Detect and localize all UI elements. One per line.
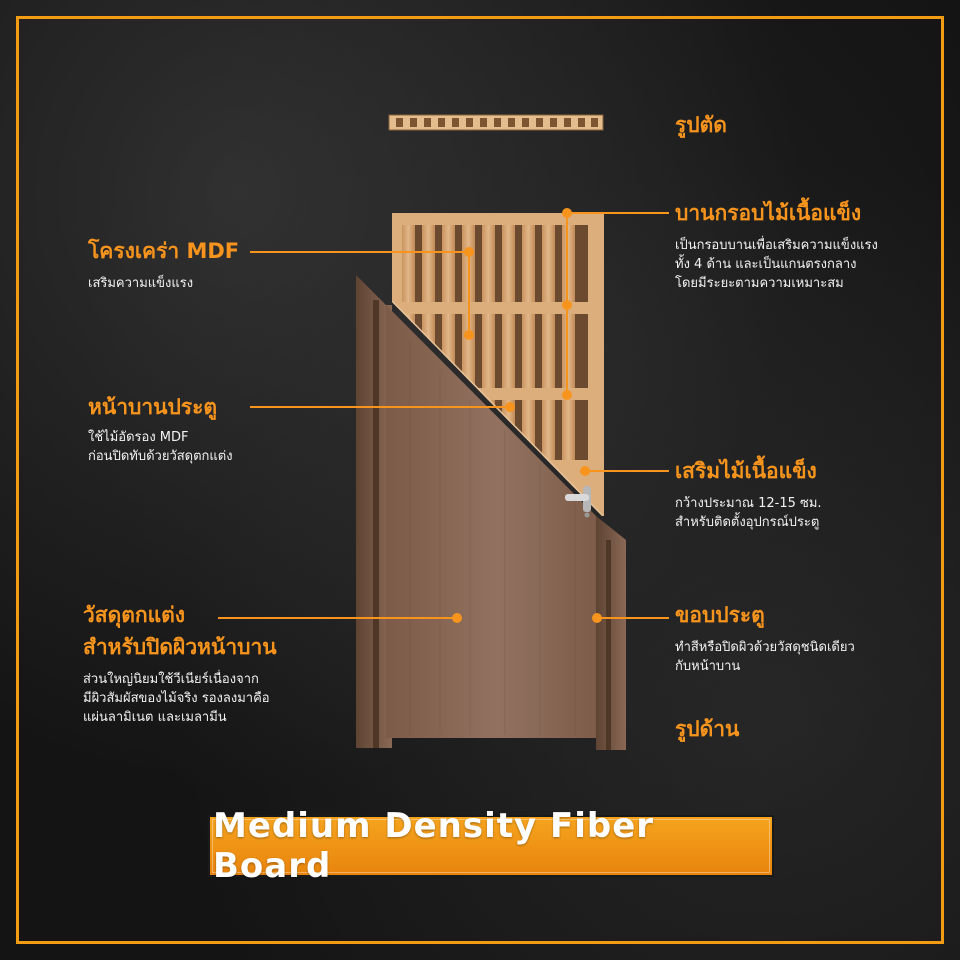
callout-desc-line: ทั้ง 4 ด้าน และเป็นแกนตรงกลาง [675, 257, 857, 272]
section-strip [388, 114, 604, 131]
leader-dots [452, 208, 602, 623]
callout-desc-line: โดยมีระยะตามความเหมาะสม [675, 276, 844, 291]
callout-desc-line: มีผิวสัมผัสของไม้จริง รองลงมาคือ [83, 691, 270, 706]
door-jamb-right [596, 516, 626, 750]
callout-desc-line: กับหน้าบาน [675, 659, 741, 674]
callout-hardwood-reinforce: เสริมไม้เนื้อแข็ง กว้างประมาณ 12-15 ซม. … [675, 458, 822, 532]
callout-desc-line: ทำสีหรือปิดผิวด้วยวัสดุชนิดเดียว [675, 640, 855, 655]
callout-title: ขอบประตู [675, 603, 765, 627]
door-face-panel [386, 305, 610, 738]
callout-desc-line: สำหรับติดตั้งอุปกรณ์ประตู [675, 515, 820, 530]
callout-hardwood-frame: บานกรอบไม้เนื้อแข็ง เป็นกรอบบานเพื่อเสริ… [675, 200, 878, 293]
callout-title-line: วัสดุตกแต่ง [83, 603, 186, 627]
title-banner: Medium Density Fiber Board [208, 806, 774, 886]
section-view-label: รูปตัด [675, 113, 727, 137]
banner-title: Medium Density Fiber Board [212, 806, 770, 886]
page-border [16, 16, 944, 944]
callout-door-edge: ขอบประตู ทำสีหรือปิดผิวด้วยวัสดุชนิดเดีย… [675, 602, 855, 676]
callout-desc-line: ส่วนใหญ่นิยมใช้วีเนียร์เนื่องจาก [83, 672, 259, 687]
callout-mdf-frame: โครงเคร่า MDF เสริมความแข็งแรง [88, 238, 239, 293]
callout-title: บานกรอบไม้เนื้อแข็ง [675, 201, 862, 225]
callout-finish-material: วัสดุตกแต่ง สำหรับปิดผิวหน้าบาน ส่วนใหญ่… [83, 602, 277, 727]
callout-door-face: หน้าบานประตู ใช้ไม้อัดรอง MDF ก่อนปิดทับ… [88, 394, 233, 466]
door-handle-icon [565, 486, 591, 518]
callout-title: เสริมไม้เนื้อแข็ง [675, 459, 817, 483]
callout-desc: เสริมความแข็งแรง [88, 276, 194, 291]
callout-title: หน้าบานประตู [88, 395, 217, 419]
door-grain [409, 340, 576, 735]
callout-desc-line: เป็นกรอบบานเพื่อเสริมความแข็งแรง [675, 238, 878, 253]
callout-desc-line: กว้างประมาณ 12-15 ซม. [675, 496, 822, 511]
elevation-view-label: รูปด้าน [675, 717, 740, 741]
callout-desc-line: แผ่นลามิเนต และเมลามีน [83, 710, 227, 725]
door-jamb-left [356, 275, 392, 748]
callout-title-line: สำหรับปิดผิวหน้าบาน [83, 635, 277, 659]
callout-desc-line: ก่อนปิดทับด้วยวัสดุตกแต่ง [88, 449, 233, 464]
callout-desc-line: ใช้ไม้อัดรอง MDF [88, 430, 189, 445]
callout-title: โครงเคร่า MDF [88, 239, 240, 263]
